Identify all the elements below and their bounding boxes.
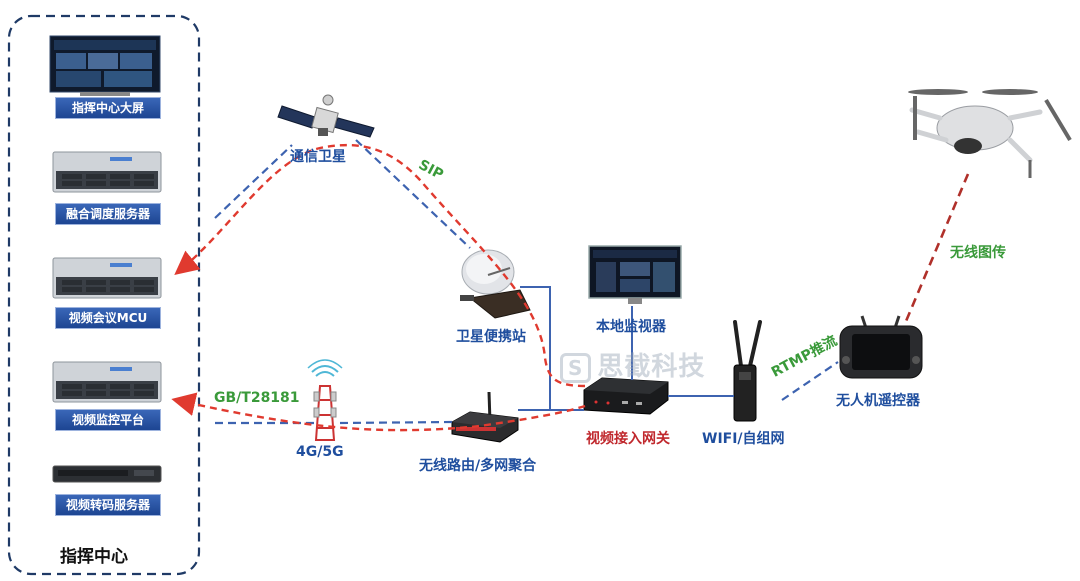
sat-to-center-blue-line	[214, 144, 293, 219]
vms-platform-tag: 视频监控平台	[55, 409, 161, 431]
big-screen-image	[49, 35, 161, 96]
command-center-title: 指挥中心	[60, 547, 128, 567]
tower-image	[307, 359, 343, 441]
controller-label: 无人机遥控器	[836, 393, 920, 409]
wireless-label: 无线图传	[950, 245, 1006, 261]
router-to-tower-blue-line	[339, 420, 453, 425]
server-image-2	[52, 257, 162, 299]
radio-to-controller-blue-line	[781, 361, 839, 401]
sip-flow-line	[174, 143, 586, 388]
command-screen-tag: 指挥中心大屏	[55, 97, 161, 119]
sat-to-station-blue-line	[355, 139, 471, 249]
sat-station-label: 卫星便携站	[456, 329, 526, 345]
drone-image	[908, 89, 1072, 178]
monitor-label: 本地监视器	[596, 319, 666, 335]
server-image-1	[52, 151, 162, 193]
satellite-image	[277, 94, 375, 138]
radio-label: WIFI/自组网	[702, 431, 785, 447]
dispatch-server-tag: 融合调度服务器	[55, 203, 161, 225]
satellite-label: 通信卫星	[290, 149, 346, 165]
mesh-radio-image	[733, 320, 762, 422]
command-center-border	[7, 14, 201, 576]
mcu-tag: 视频会议MCU	[55, 307, 161, 329]
transcode-server-tag: 视频转码服务器	[55, 494, 161, 516]
watermark-text: 思截科技	[597, 352, 706, 382]
wireless-link-line	[902, 173, 970, 327]
station-to-router-wire	[518, 286, 551, 411]
watermark-logo-icon: S	[560, 353, 592, 383]
gb-flow-line	[171, 392, 586, 432]
gateway-image	[583, 377, 669, 415]
gb-label: GB/T28181	[214, 390, 300, 406]
transcode-server-image	[52, 465, 162, 483]
router-image	[451, 391, 519, 443]
server-image-3	[52, 361, 162, 403]
local-monitor-image	[588, 245, 682, 304]
tower-label: 4G/5G	[296, 444, 344, 460]
satellite-station-image	[460, 249, 531, 319]
controller-image	[839, 315, 923, 379]
gateway-label: 视频接入网关	[586, 431, 670, 447]
router-label: 无线路由/多网聚合	[419, 458, 537, 474]
